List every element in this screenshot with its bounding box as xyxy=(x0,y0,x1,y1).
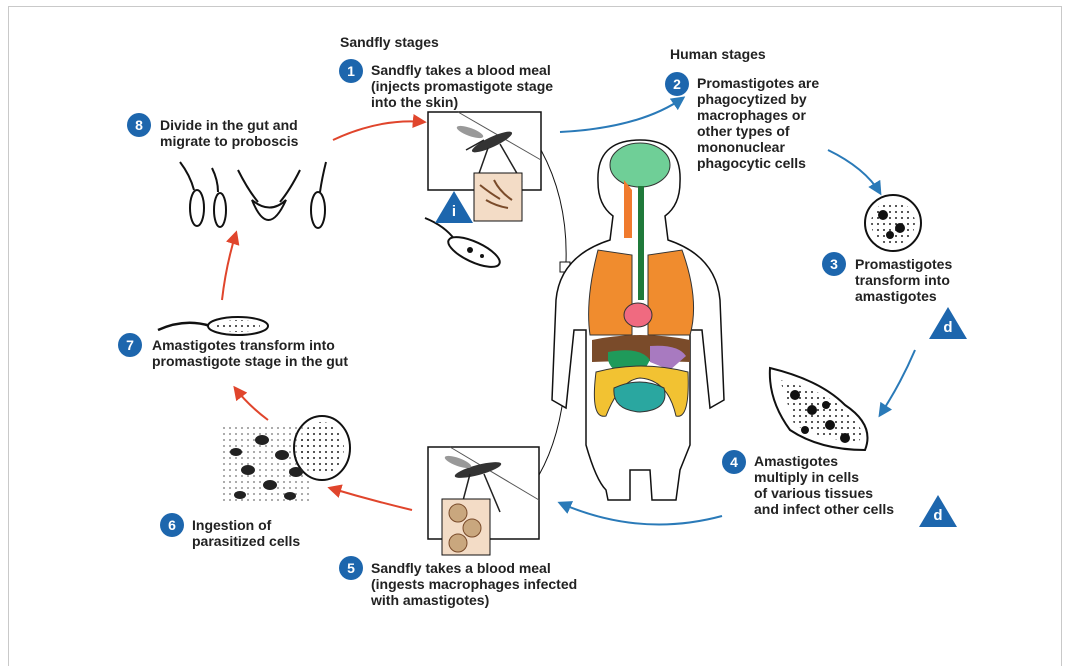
arrow-3-to-4 xyxy=(880,350,915,415)
human-body xyxy=(552,140,724,500)
step-7-badge: 7 xyxy=(118,333,142,357)
diagnostic-stage-letter-4: d xyxy=(918,508,958,524)
infective-stage-letter: i xyxy=(434,204,474,220)
step-7-label: Amastigotes transform into promastigote … xyxy=(152,337,348,369)
step-3-badge: 3 xyxy=(822,252,846,276)
infected-tissue-cell-4 xyxy=(770,368,868,450)
step-5-label: Sandfly takes a blood meal (ingests macr… xyxy=(371,560,577,608)
promastigote-illustration xyxy=(425,218,504,273)
macrophage-with-amastigotes-3 xyxy=(865,195,921,251)
sandfly-stages-header: Sandfly stages xyxy=(340,34,439,50)
arrow-5-to-6 xyxy=(330,488,412,510)
step-6-badge: 6 xyxy=(160,513,184,537)
diagnostic-stage-letter-3: d xyxy=(928,320,968,336)
arrow-4-to-5 xyxy=(560,503,722,524)
step-1-badge: 1 xyxy=(339,59,363,83)
human-stages-header: Human stages xyxy=(670,46,766,62)
arrow-8-to-1 xyxy=(333,121,424,140)
arrow-1-to-2 xyxy=(560,98,683,132)
step-4-badge: 4 xyxy=(722,450,746,474)
arrow-2-to-3 xyxy=(828,150,880,193)
step-5-badge: 5 xyxy=(339,556,363,580)
step-3-label: Promastigotes transform into amastigotes xyxy=(855,256,952,304)
step-8-badge: 8 xyxy=(127,113,151,137)
step-4-label: Amastigotes multiply in cells of various… xyxy=(754,453,894,517)
dividing-promastigotes-8 xyxy=(180,162,326,228)
infective-stage-marker: i xyxy=(434,190,474,224)
step-2-badge: 2 xyxy=(665,72,689,96)
step-8-label: Divide in the gut and migrate to probosc… xyxy=(160,117,298,149)
sandfly-feeding-box-bottom xyxy=(428,447,539,555)
promastigote-stage-7 xyxy=(158,317,268,335)
step-1-label: Sandfly takes a blood meal (injects prom… xyxy=(371,62,553,110)
step-6-label: Ingestion of parasitized cells xyxy=(192,517,300,549)
step-2-label: Promastigotes are phagocytized by macrop… xyxy=(697,75,819,171)
connector-top xyxy=(541,150,566,262)
diagnostic-stage-marker-3: d xyxy=(928,306,968,340)
ingested-parasitized-cells-6 xyxy=(220,416,350,505)
arrow-6-to-7 xyxy=(235,388,268,420)
arrow-7-to-8 xyxy=(222,233,236,300)
diagnostic-stage-marker-4: d xyxy=(918,494,958,528)
